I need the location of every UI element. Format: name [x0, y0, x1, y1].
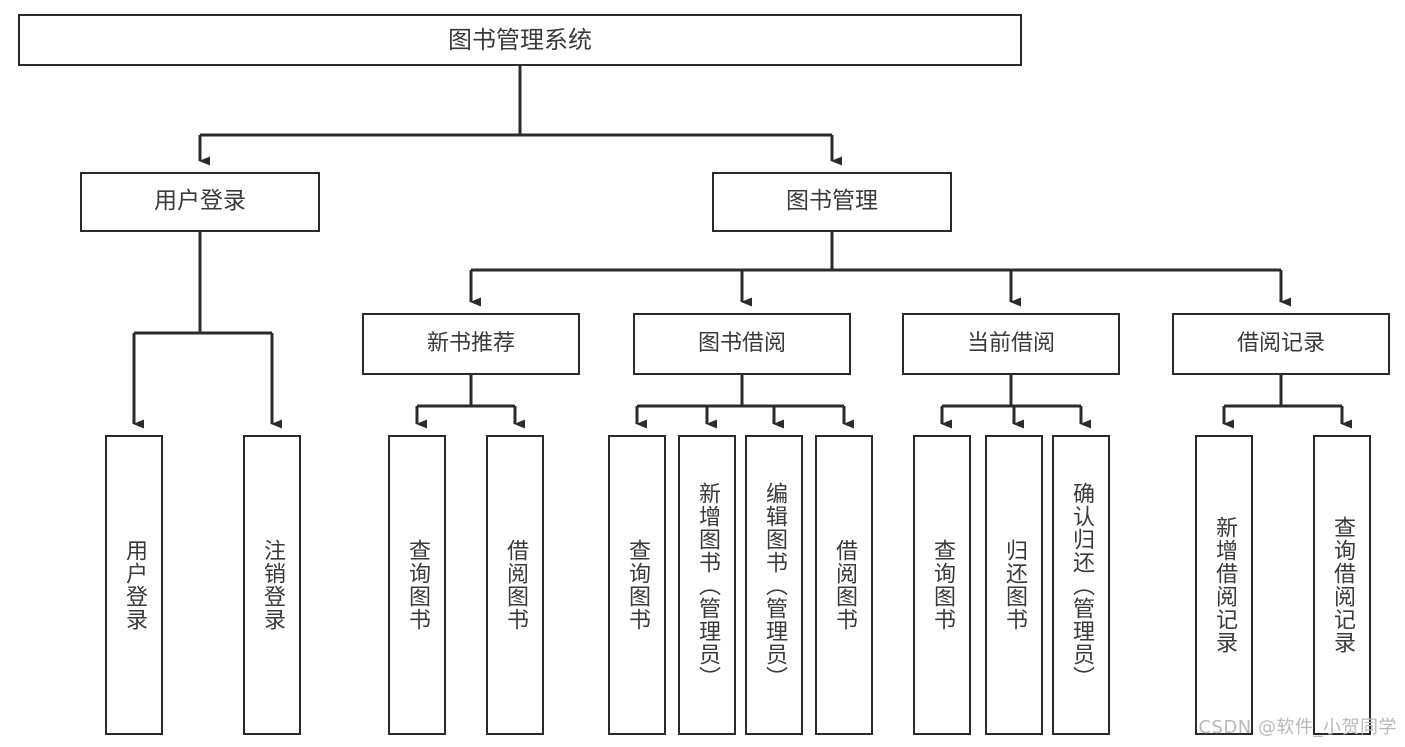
node-query-book-2[interactable]: 查询图书: [608, 435, 666, 735]
leaf-label: 查询图书: [929, 539, 955, 631]
leaf-label: 新增借阅记录: [1211, 516, 1237, 654]
leaf-label: 用户登录: [121, 539, 147, 631]
node-add-book[interactable]: 新增图书（管理员）: [678, 435, 736, 735]
node-user-login[interactable]: 用户登录: [105, 435, 163, 735]
leaf-label: 归还图书: [1001, 539, 1027, 631]
node-book-borrow[interactable]: 图书借阅: [633, 313, 851, 375]
leaf-label: 确认归还（管理员）: [1068, 481, 1094, 689]
leaf-label: 新增图书（管理员）: [694, 481, 720, 689]
node-borrow-record[interactable]: 借阅记录: [1172, 313, 1390, 375]
node-query-book-3[interactable]: 查询图书: [913, 435, 971, 735]
leaf-label: 编辑图书（管理员）: [761, 481, 787, 689]
node-user-logout[interactable]: 注销登录: [243, 435, 301, 735]
node-confirm-return[interactable]: 确认归还（管理员）: [1052, 435, 1110, 735]
leaf-label: 查询借阅记录: [1329, 516, 1355, 654]
node-current-borrow[interactable]: 当前借阅: [902, 313, 1120, 375]
node-book-manage[interactable]: 图书管理: [712, 172, 952, 232]
leaf-label: 借阅图书: [502, 539, 528, 631]
node-new-book-recommend[interactable]: 新书推荐: [362, 313, 580, 375]
leaf-label: 查询图书: [404, 539, 430, 631]
node-edit-book[interactable]: 编辑图书（管理员）: [745, 435, 803, 735]
node-query-record[interactable]: 查询借阅记录: [1313, 435, 1371, 735]
leaf-label: 注销登录: [259, 539, 285, 631]
node-borrow-book-2[interactable]: 借阅图书: [815, 435, 873, 735]
leaf-label: 借阅图书: [831, 539, 857, 631]
watermark: CSDN @软件_小贺同学: [1198, 717, 1397, 738]
node-root[interactable]: 图书管理系统: [18, 14, 1022, 66]
leaf-label: 查询图书: [624, 539, 650, 631]
node-query-book-1[interactable]: 查询图书: [388, 435, 446, 735]
node-borrow-book-1[interactable]: 借阅图书: [486, 435, 544, 735]
node-add-record[interactable]: 新增借阅记录: [1195, 435, 1253, 735]
node-user-login[interactable]: 用户登录: [80, 172, 320, 232]
node-return-book[interactable]: 归还图书: [985, 435, 1043, 735]
